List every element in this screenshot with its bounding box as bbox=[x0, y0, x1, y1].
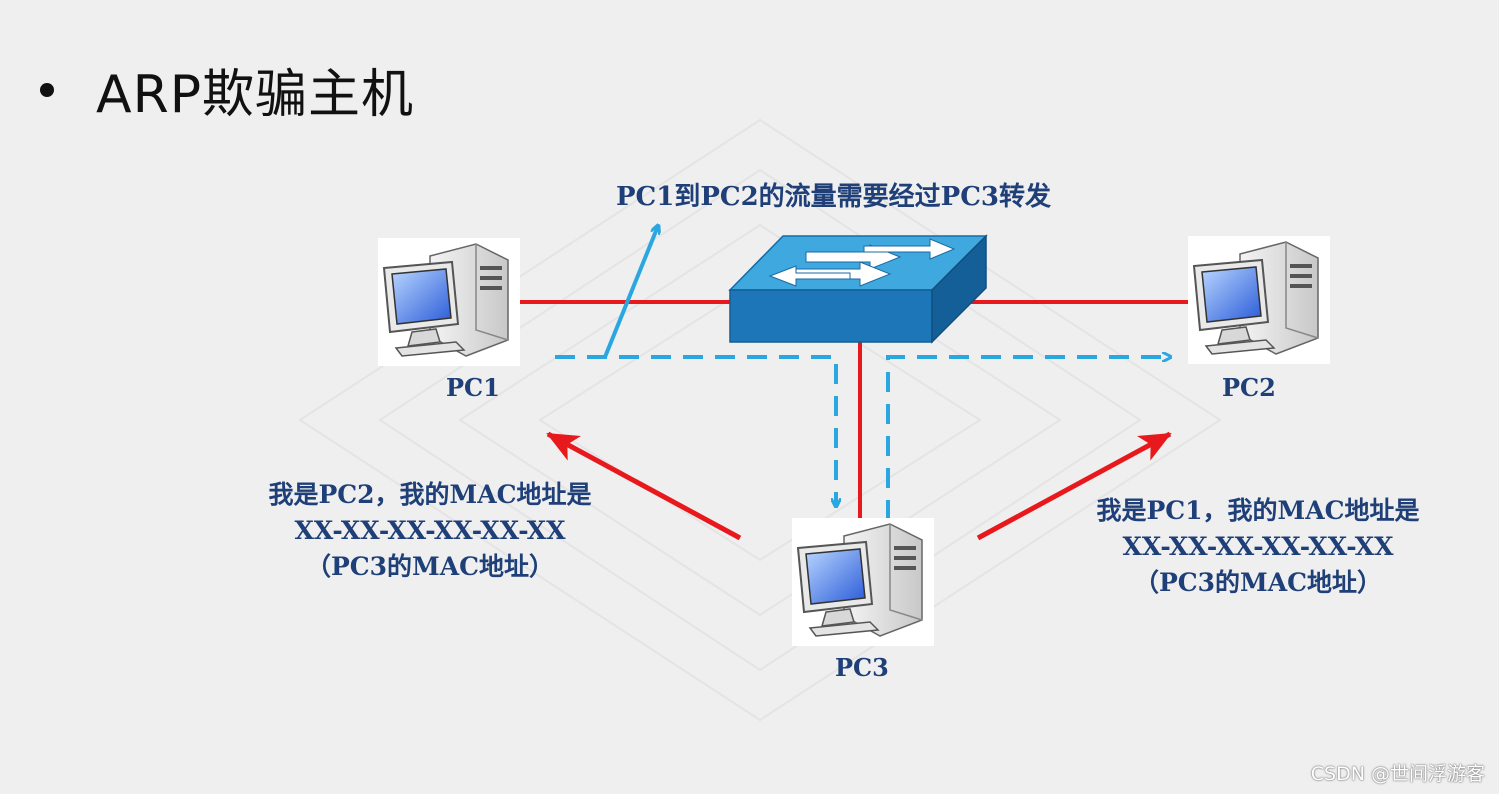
arp-claim-to-pc2: 我是PC1，我的MAC地址是 XX-XX-XX-XX-XX-XX （PC3的MA… bbox=[1060, 493, 1456, 601]
arp-reply-arrow-to-pc1 bbox=[546, 431, 742, 541]
traffic-pc3-to-pc2 bbox=[886, 357, 1170, 520]
slide-title-row: ARP欺骗主机 bbox=[40, 52, 414, 127]
claim-line-2: XX-XX-XX-XX-XX-XX bbox=[1122, 532, 1394, 561]
claim-line-3: （PC3的MAC地址） bbox=[305, 552, 555, 581]
traffic-note: PC1到PC2的流量需要经过PC3转发 bbox=[616, 182, 1052, 212]
claim-line-1: 我是PC2，我的MAC地址是 bbox=[268, 480, 592, 509]
note-pointer-arrow bbox=[603, 226, 658, 358]
claim-line-1: 我是PC1，我的MAC地址是 bbox=[1096, 496, 1420, 525]
pc1-label: PC1 bbox=[446, 373, 500, 402]
arp-claim-to-pc1: 我是PC2，我的MAC地址是 XX-XX-XX-XX-XX-XX （PC3的MA… bbox=[232, 477, 628, 585]
claim-line-3: （PC3的MAC地址） bbox=[1133, 568, 1383, 597]
pc3-label: PC3 bbox=[835, 653, 889, 682]
pc1-computer-icon bbox=[377, 237, 521, 367]
switch-icon bbox=[728, 234, 988, 344]
bullet-point bbox=[40, 82, 54, 97]
claim-line-2: XX-XX-XX-XX-XX-XX bbox=[294, 516, 566, 545]
slide-title: ARP欺骗主机 bbox=[96, 65, 415, 125]
arp-reply-arrow-to-pc2 bbox=[976, 431, 1172, 541]
pc2-label: PC2 bbox=[1222, 373, 1276, 402]
pc2-computer-icon bbox=[1187, 235, 1331, 365]
pc3-computer-icon bbox=[791, 517, 935, 647]
watermark: CSDN @世间浮游客 bbox=[1310, 763, 1485, 785]
